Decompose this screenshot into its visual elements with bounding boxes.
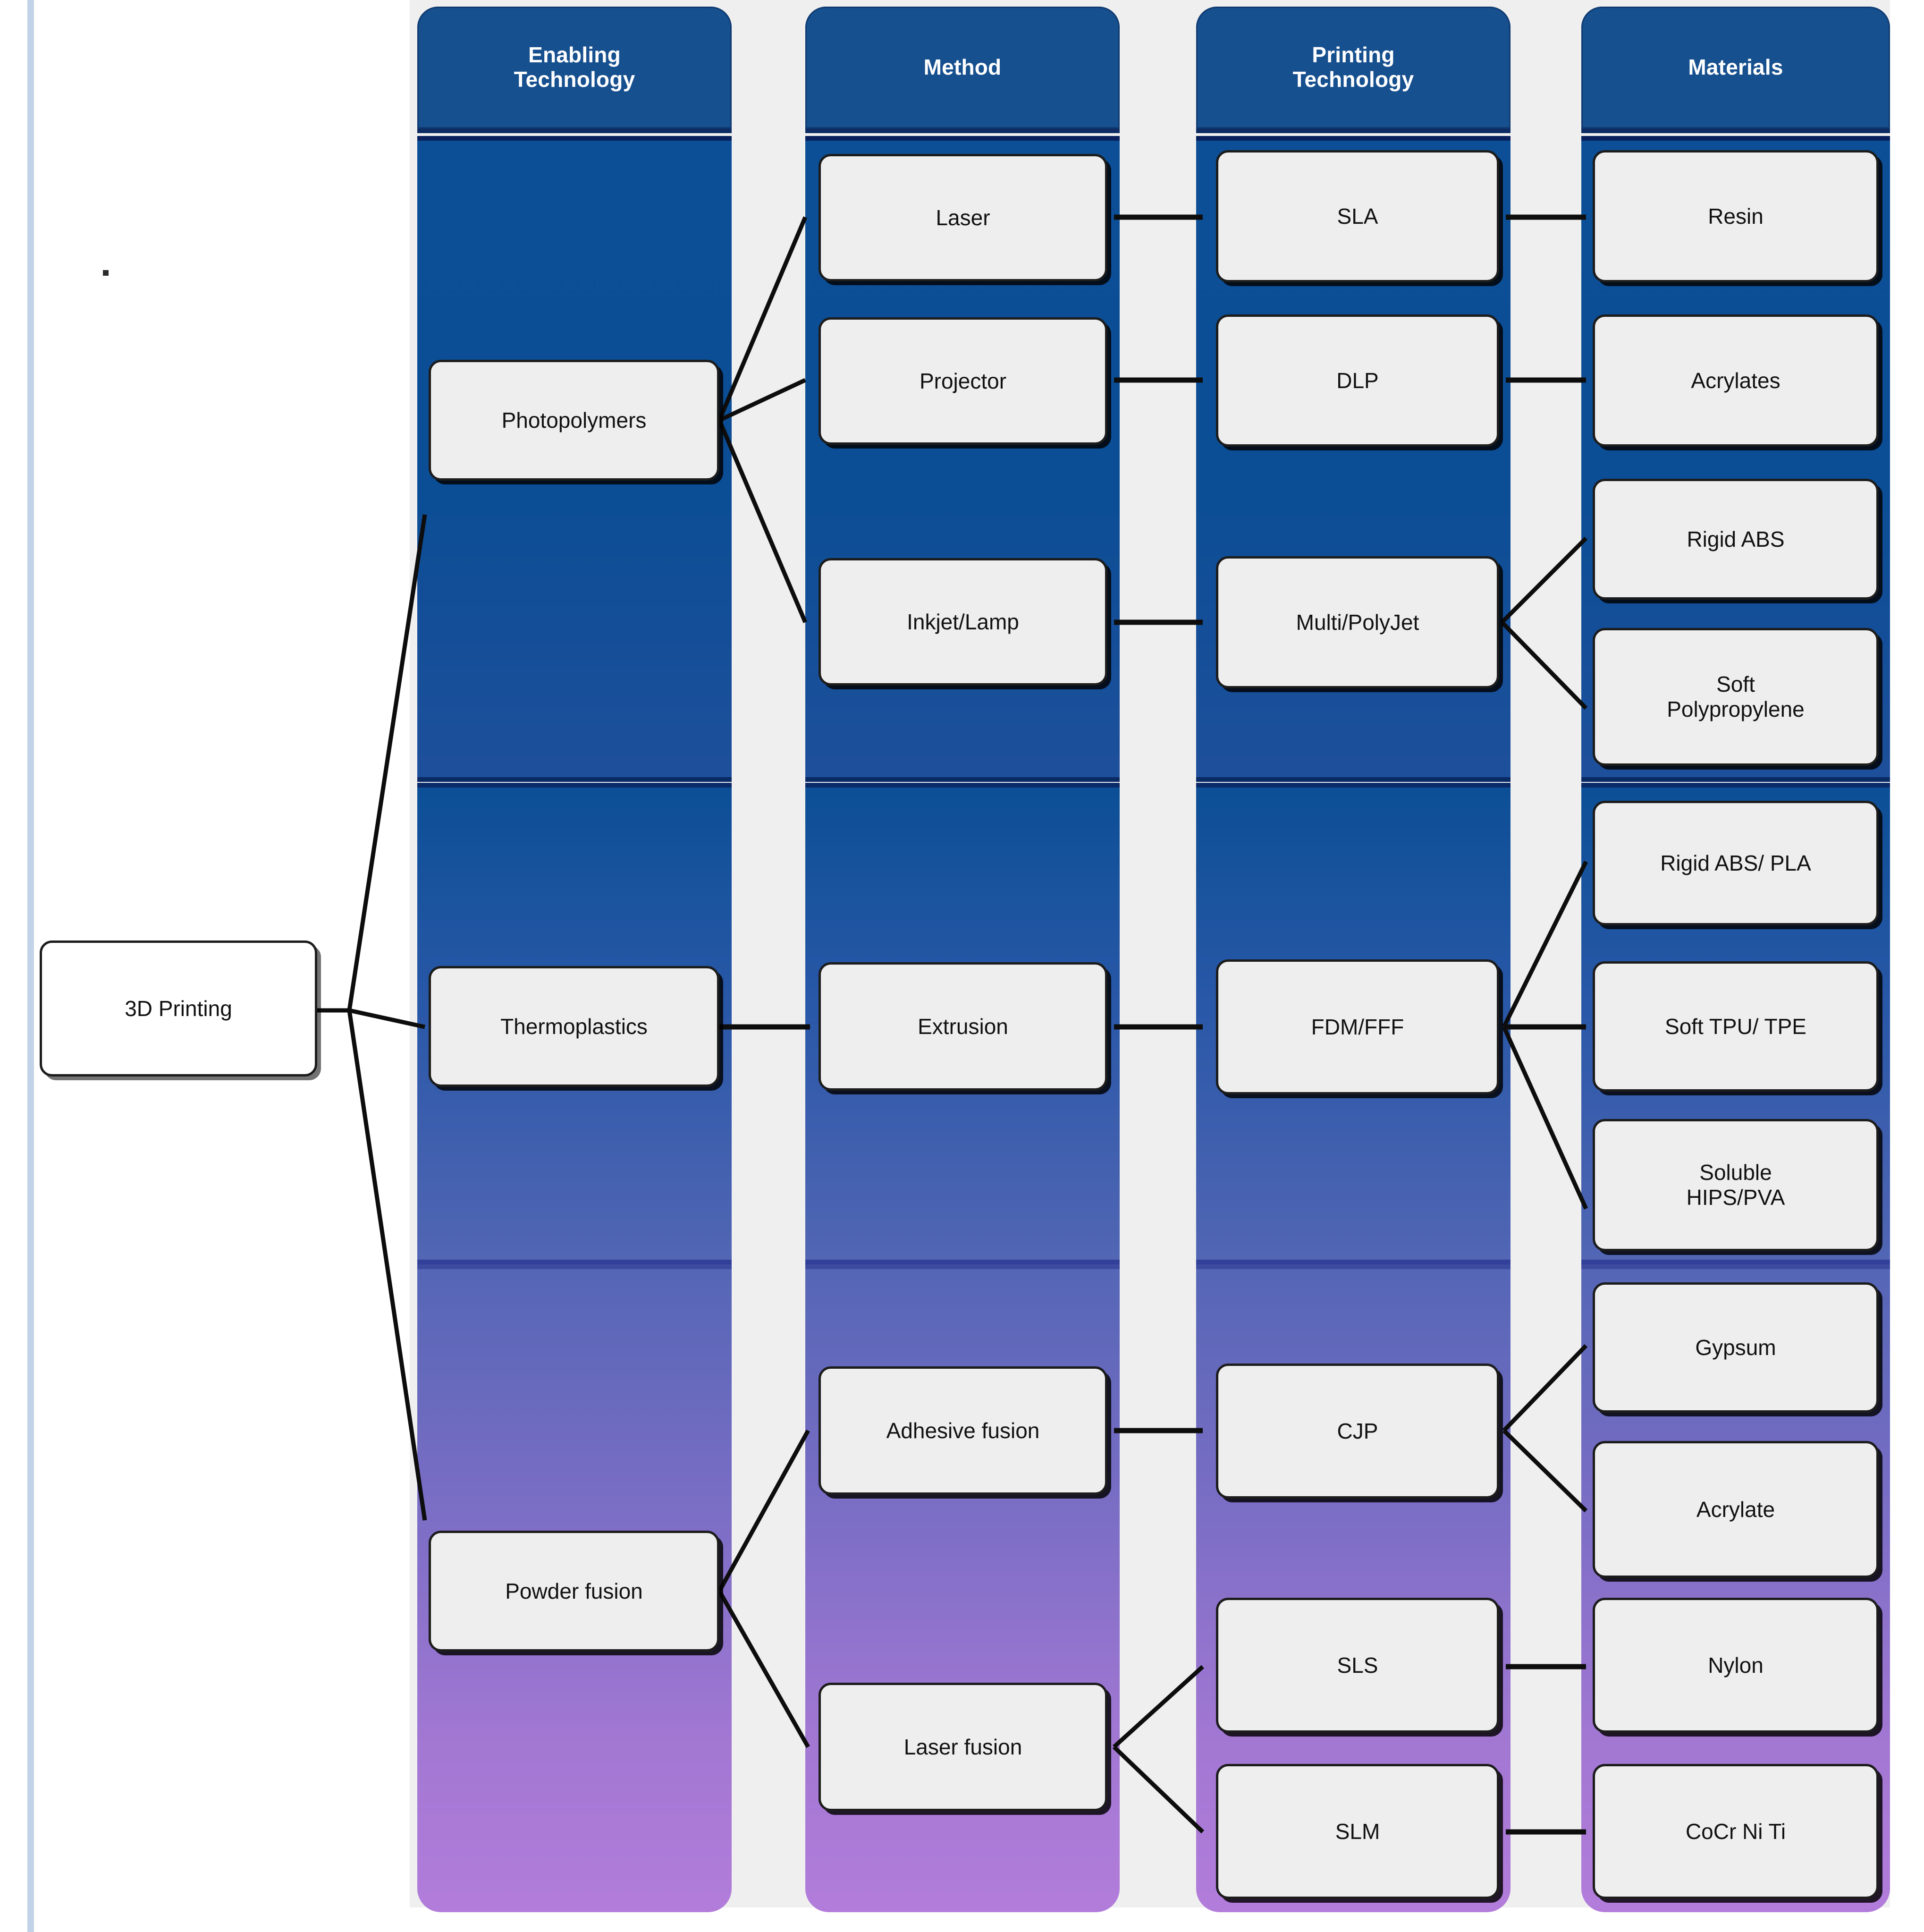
node-label: SLM: [1335, 1819, 1380, 1844]
column-header-materials: Materials: [1581, 7, 1890, 133]
node-label: Nylon: [1708, 1652, 1764, 1678]
node-label: Projector: [919, 368, 1007, 393]
node-label: Resin: [1708, 203, 1764, 229]
node-cjp[interactable]: CJP: [1216, 1364, 1499, 1499]
node-soft-polypropylene[interactable]: Soft Polypropylene: [1593, 628, 1879, 766]
node-label: Soluble HIPS/PVA: [1686, 1160, 1785, 1210]
node-photopolymers[interactable]: Photopolymers: [429, 360, 719, 481]
node-label: SLS: [1337, 1652, 1378, 1678]
node-sla[interactable]: SLA: [1216, 150, 1499, 282]
node-label: Laser: [936, 205, 990, 230]
node-dlp[interactable]: DLP: [1216, 314, 1499, 447]
node-label: Rigid ABS: [1687, 526, 1785, 551]
node-label: Thermoplastics: [500, 1014, 648, 1039]
node-label: Powder fusion: [505, 1578, 643, 1603]
node-laser[interactable]: Laser: [819, 154, 1107, 281]
node-label: Gypsum: [1695, 1335, 1776, 1360]
column-header-label: Enabling Technology: [514, 42, 635, 92]
node-rigid-abs[interactable]: Rigid ABS: [1593, 479, 1879, 600]
node-label: Acrylate: [1696, 1497, 1775, 1522]
node-label: Adhesive fusion: [886, 1418, 1040, 1443]
node-soluble-hips-pva[interactable]: Soluble HIPS/PVA: [1593, 1119, 1879, 1251]
column-header-printing-technology: Printing Technology: [1196, 7, 1511, 133]
node-thermoplastics[interactable]: Thermoplastics: [429, 966, 719, 1087]
node-label: Rigid ABS/ PLA: [1660, 850, 1811, 875]
node-label: CJP: [1337, 1418, 1378, 1443]
node-label: Extrusion: [918, 1014, 1008, 1039]
node-sls[interactable]: SLS: [1216, 1598, 1499, 1733]
node-label: 3D Printing: [125, 996, 232, 1021]
node-acrylates[interactable]: Acrylates: [1593, 314, 1879, 447]
node-label: Soft Polypropylene: [1667, 672, 1805, 721]
node-soft-tpu-tpe[interactable]: Soft TPU/ TPE: [1593, 961, 1879, 1092]
node-label: Photopolymers: [501, 407, 647, 432]
node-adhesive-fusion[interactable]: Adhesive fusion: [819, 1366, 1107, 1495]
node-label: DLP: [1336, 368, 1379, 393]
node-projector[interactable]: Projector: [819, 317, 1107, 445]
node-acrylate[interactable]: Acrylate: [1593, 1441, 1879, 1578]
node-label: SLA: [1337, 203, 1378, 229]
node-inkjet-lamp[interactable]: Inkjet/Lamp: [819, 558, 1107, 686]
page-speck: [103, 270, 109, 276]
column-header-enabling-technology: Enabling Technology: [417, 7, 732, 133]
node-label: Soft TPU/ TPE: [1665, 1014, 1806, 1039]
node-powder-fusion[interactable]: Powder fusion: [429, 1531, 719, 1652]
left-margin-rule: [27, 0, 34, 1932]
node-slm[interactable]: SLM: [1216, 1764, 1499, 1899]
node-fdm-fff[interactable]: FDM/FFF: [1216, 959, 1499, 1094]
node-resin[interactable]: Resin: [1593, 150, 1879, 282]
column-header-label: Printing Technology: [1292, 42, 1414, 92]
node-nylon[interactable]: Nylon: [1593, 1598, 1879, 1733]
node-cocr-ni-ti[interactable]: CoCr Ni Ti: [1593, 1764, 1879, 1899]
column-header-label: Materials: [1688, 55, 1783, 80]
node-extrusion[interactable]: Extrusion: [819, 962, 1107, 1091]
node-label: Inkjet/Lamp: [907, 609, 1019, 634]
column-header-label: Method: [923, 55, 1002, 80]
node-laser-fusion[interactable]: Laser fusion: [819, 1683, 1107, 1811]
column-header-method: Method: [805, 7, 1120, 133]
node-label: Acrylates: [1691, 368, 1781, 393]
node-label: FDM/FFF: [1311, 1014, 1404, 1039]
band-powder-fusion-col2: [805, 1264, 1120, 1912]
node-root-3d-printing[interactable]: 3D Printing: [40, 941, 317, 1076]
node-label: Laser fusion: [903, 1734, 1022, 1759]
node-gypsum[interactable]: Gypsum: [1593, 1282, 1879, 1413]
node-rigid-abs-pla[interactable]: Rigid ABS/ PLA: [1593, 801, 1879, 925]
node-label: CoCr Ni Ti: [1685, 1819, 1786, 1844]
node-label: Multi/PolyJet: [1296, 610, 1419, 635]
node-multi-polyjet[interactable]: Multi/PolyJet: [1216, 556, 1499, 688]
